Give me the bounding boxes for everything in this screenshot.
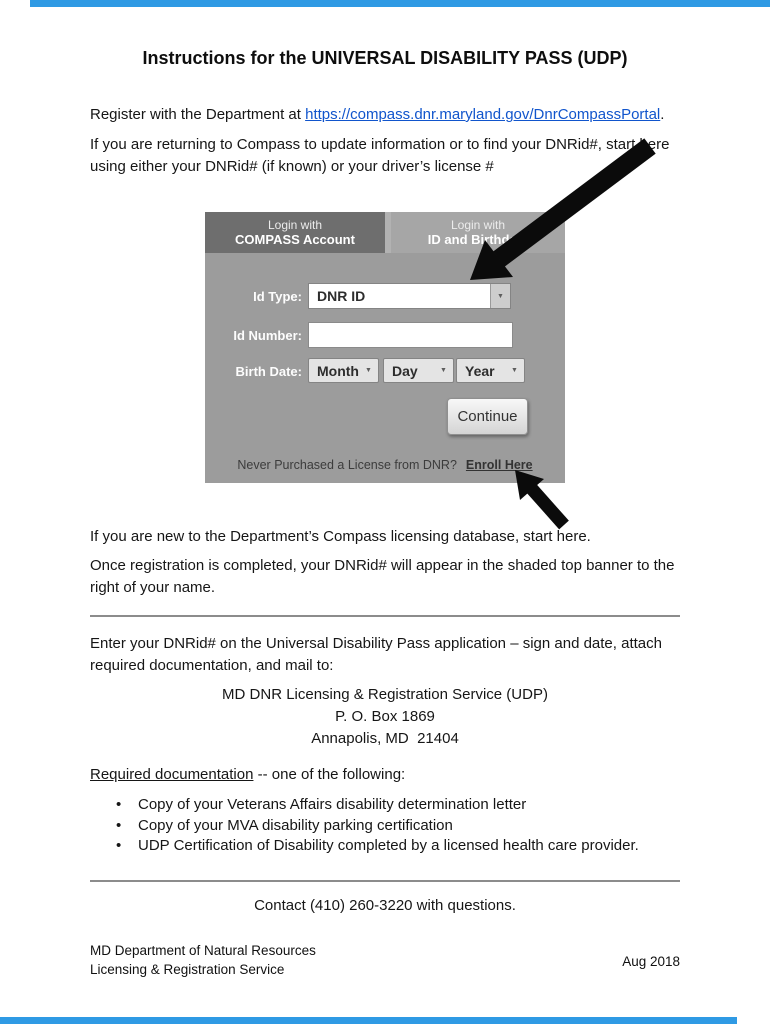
paragraph-once-registered: Once registration is completed, your DNR… <box>90 557 675 596</box>
paragraph-enter-dnrid: Enter your DNRid# on the Universal Disab… <box>90 635 662 674</box>
divider <box>90 615 680 617</box>
tab-id-line1: Login with <box>450 218 506 232</box>
birth-date-label: Birth Date: <box>235 364 302 379</box>
address-line: P. O. Box 1869 <box>335 708 435 725</box>
register-prefix: Register with the Department at <box>90 106 306 123</box>
id-type-value: DNR ID <box>317 288 366 304</box>
birth-month-value: Month <box>317 362 359 379</box>
compass-portal-link[interactable]: https://compass.dnr.maryland.gov/DnrComp… <box>305 106 661 123</box>
enroll-prompt: Never Purchased a License from DNR? <box>237 458 457 472</box>
continue-button[interactable]: Continue <box>447 398 528 435</box>
paragraph-new-user: If you are new to the Department’s Compa… <box>90 528 591 545</box>
id-type-label: Id Type: <box>253 289 302 304</box>
tab-login-id-birthdate[interactable]: Login with ID and Birthdate <box>391 212 565 253</box>
tab-login-compass-account[interactable]: Login with COMPASS Account <box>205 212 385 253</box>
footer-org-line1: MD Department of Natural Resources <box>90 943 316 958</box>
birth-year-value: Year <box>465 362 495 379</box>
footer-org-line2: Licensing & Registration Service <box>90 962 285 977</box>
list-item: Copy of your Veterans Affairs disability… <box>116 795 696 816</box>
login-tabs: Login with COMPASS Account Login with ID… <box>205 212 565 253</box>
page-edge-highlight-top <box>30 0 770 7</box>
paragraph-register: Register with the Department at https://… <box>90 104 700 126</box>
birth-year-dropdown[interactable]: Year ▼ <box>456 358 525 383</box>
compass-login-screenshot: Login with COMPASS Account Login with ID… <box>205 212 565 483</box>
tab-compass-line1: Login with <box>267 218 323 232</box>
page-edge-highlight-bottom <box>0 1017 737 1024</box>
chevron-down-icon: ▼ <box>440 367 447 374</box>
footer-date: Aug 2018 <box>622 954 680 969</box>
id-number-input[interactable] <box>308 322 513 348</box>
id-number-label: Id Number: <box>233 328 302 343</box>
birth-day-dropdown[interactable]: Day ▼ <box>383 358 454 383</box>
mailing-address: MD DNR Licensing & Registration Service … <box>0 684 770 750</box>
address-line: Annapolis, MD 21404 <box>311 730 459 747</box>
contact-line: Contact (410) 260-3220 with questions. <box>254 897 516 914</box>
tab-separator <box>385 212 391 253</box>
register-suffix: . <box>660 106 665 123</box>
enroll-here-link[interactable]: Enroll Here <box>465 458 533 472</box>
required-documentation-heading: Required documentation -- one of the fol… <box>90 766 405 783</box>
birth-day-value: Day <box>392 362 418 379</box>
address-line: MD DNR Licensing & Registration Service … <box>222 686 548 703</box>
chevron-down-icon: ▼ <box>490 284 510 308</box>
birth-month-dropdown[interactable]: Month ▼ <box>308 358 379 383</box>
tab-compass-line2: COMPASS Account <box>235 232 355 247</box>
page-title: Instructions for the UNIVERSAL DISABILIT… <box>142 48 628 68</box>
paragraph-returning: If you are returning to Compass to updat… <box>90 136 670 175</box>
divider <box>90 880 680 882</box>
required-documentation-suffix: -- one of the following: <box>253 766 406 783</box>
tab-id-line2: ID and Birthdate <box>427 232 529 247</box>
required-documentation-label: Required documentation <box>90 766 254 783</box>
required-documentation-list: Copy of your Veterans Affairs disability… <box>116 795 696 857</box>
chevron-down-icon: ▼ <box>511 367 518 374</box>
enroll-row: Never Purchased a License from DNR? Enrol… <box>205 458 565 472</box>
chevron-down-icon: ▼ <box>365 367 372 374</box>
list-item: UDP Certification of Disability complete… <box>116 836 696 857</box>
id-type-dropdown[interactable]: DNR ID ▼ <box>308 283 511 309</box>
footer-organization: MD Department of Natural Resources Licen… <box>90 941 316 979</box>
list-item: Copy of your MVA disability parking cert… <box>116 816 696 837</box>
